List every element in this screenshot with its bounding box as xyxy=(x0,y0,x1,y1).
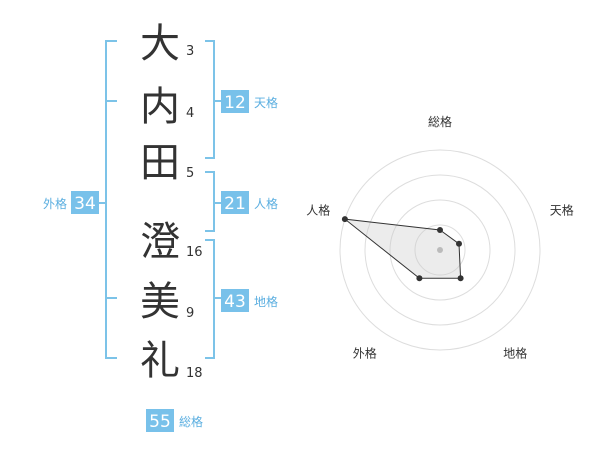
name-char-5: 美 xyxy=(140,279,180,325)
stroke-count-4: 16 xyxy=(186,245,203,260)
jinkaku-value: 21 xyxy=(224,194,246,214)
name-char-3: 田 xyxy=(140,140,180,186)
radar-ring-1 xyxy=(414,224,466,276)
tenkaku-value: 12 xyxy=(224,93,246,113)
chikaku-label: 地格 xyxy=(254,294,278,309)
chikaku-badge-box xyxy=(221,289,249,312)
chikaku-badge: 43 地格 xyxy=(221,289,278,312)
radar-ring-4 xyxy=(339,149,541,351)
radar-data-polygon xyxy=(343,218,462,279)
gaikaku-badge: 外格 34 xyxy=(43,191,99,214)
gaikaku-value: 34 xyxy=(74,194,96,214)
radar-ring-2 xyxy=(389,199,491,301)
jinkaku-badge-box xyxy=(221,191,249,214)
tenkaku-label: 天格 xyxy=(254,95,278,110)
radar-center-point xyxy=(437,247,443,253)
jinkaku-badge: 21 人格 xyxy=(221,191,278,214)
jinkaku-bracket xyxy=(205,171,215,232)
radar-point-0 xyxy=(437,227,443,233)
name-column: 大 内 田 澄 美 礼 xyxy=(140,21,180,384)
radar-point-4 xyxy=(341,216,348,223)
tenkaku-badge-box xyxy=(221,90,249,113)
chikaku-bracket xyxy=(205,239,215,359)
stroke-count-2: 4 xyxy=(186,106,194,121)
radar-axis-labels: 総格 天格 地格 外格 人格 xyxy=(306,114,573,361)
stroke-count-3: 5 xyxy=(186,166,194,181)
name-char-4: 澄 xyxy=(140,219,180,265)
soukaku-badge-box xyxy=(146,409,174,432)
radar-point-1 xyxy=(456,240,462,247)
radar-axis-label-chikaku: 地格 xyxy=(503,346,527,361)
tenkaku-bracket xyxy=(205,40,215,159)
soukaku-value: 55 xyxy=(149,412,171,432)
gaikaku-bracket xyxy=(105,40,117,359)
stroke-counts: 3 4 5 16 9 18 xyxy=(186,44,203,381)
gaikaku-label: 外格 xyxy=(43,196,67,211)
name-char-6: 礼 xyxy=(140,338,180,384)
radar-ring-3 xyxy=(364,174,516,326)
radar-point-2 xyxy=(457,275,464,282)
name-char-1: 大 xyxy=(140,21,180,67)
stroke-count-1: 3 xyxy=(186,44,194,59)
name-char-2: 内 xyxy=(140,84,180,130)
stroke-count-6: 18 xyxy=(186,366,203,381)
gaikaku-badge-box xyxy=(71,191,99,214)
radar-axis-label-soukaku: 総格 xyxy=(428,114,452,129)
chikaku-value: 43 xyxy=(224,292,246,312)
radar-chart: 総格 天格 地格 外格 人格 xyxy=(306,114,573,361)
stroke-count-5: 9 xyxy=(186,306,194,321)
radar-data-points xyxy=(341,216,464,282)
radar-axis-label-jinkaku: 人格 xyxy=(306,202,330,217)
radar-point-3 xyxy=(416,275,423,282)
radar-axis-label-gaikaku: 外格 xyxy=(353,346,377,361)
radar-axis-label-tenkaku: 天格 xyxy=(550,202,574,217)
tenkaku-badge: 12 天格 xyxy=(221,90,278,113)
radar-rings xyxy=(339,149,541,351)
soukaku-label: 総格 xyxy=(179,414,203,429)
jinkaku-label: 人格 xyxy=(254,196,278,211)
soukaku-badge: 55 総格 xyxy=(146,409,203,432)
